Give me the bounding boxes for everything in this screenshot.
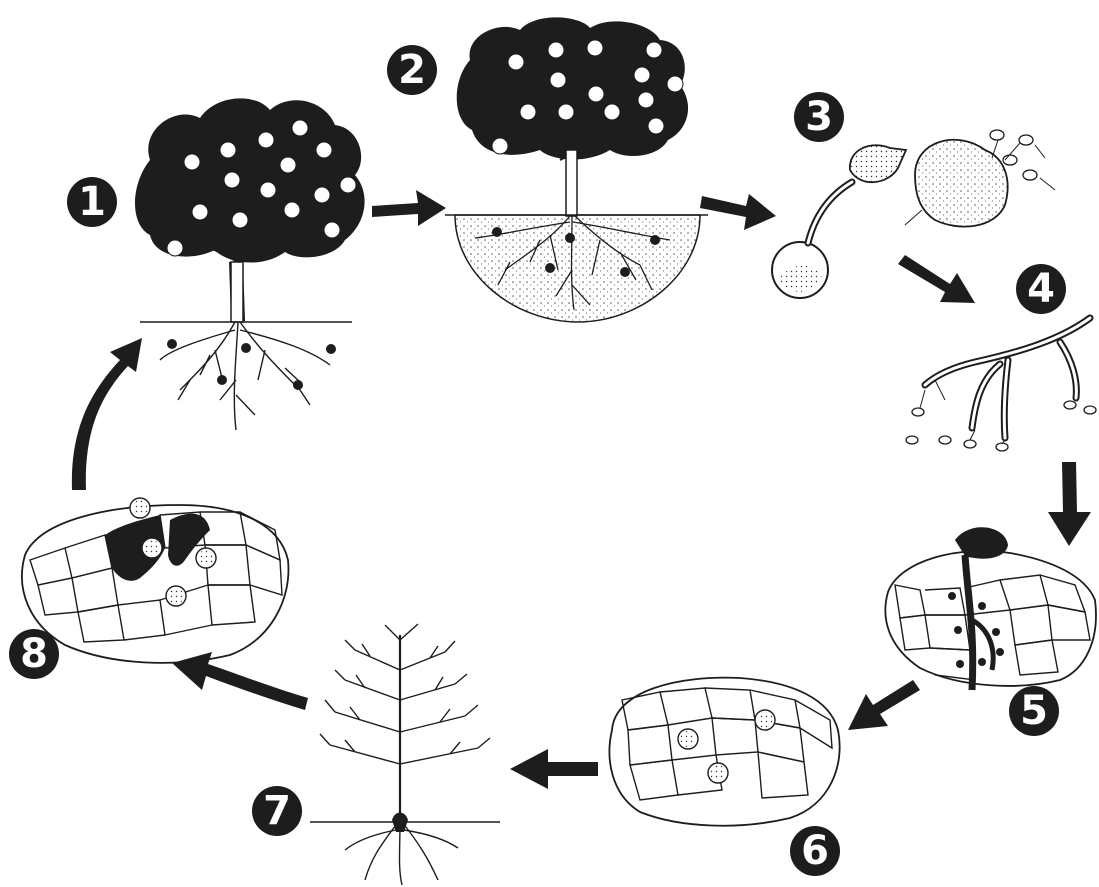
arrow-2-to-3 <box>700 194 776 230</box>
spores-in-cells-icon <box>609 678 839 826</box>
step-2-badge: 2 <box>387 45 437 95</box>
step-1-badge: 1 <box>67 177 117 227</box>
fruit-tree-with-spores-icon <box>135 98 365 430</box>
arrow-8-to-1 <box>72 338 142 490</box>
arrow-5-to-6 <box>848 680 920 730</box>
step-7-badge: 7 <box>252 786 302 836</box>
bare-tree-icon <box>310 624 500 885</box>
step-6-badge: 6 <box>790 826 840 876</box>
arrow-4-to-5 <box>1048 462 1091 546</box>
arrow-1-to-2 <box>372 190 446 226</box>
decaying-tissue-icon <box>22 498 289 663</box>
step-3-badge: 3 <box>794 92 844 142</box>
step-5-badge: 5 <box>1009 686 1059 736</box>
arrow-6-to-7 <box>510 749 598 789</box>
arrow-3-to-4 <box>898 255 975 303</box>
tree-with-infested-soil-icon <box>445 17 708 322</box>
hyphae-icon <box>906 318 1096 451</box>
step-4-badge: 4 <box>1016 264 1066 314</box>
step-8-badge: 8 <box>9 629 59 679</box>
arrow-7-to-8 <box>172 652 308 710</box>
root-infection-cells-icon <box>885 527 1096 690</box>
